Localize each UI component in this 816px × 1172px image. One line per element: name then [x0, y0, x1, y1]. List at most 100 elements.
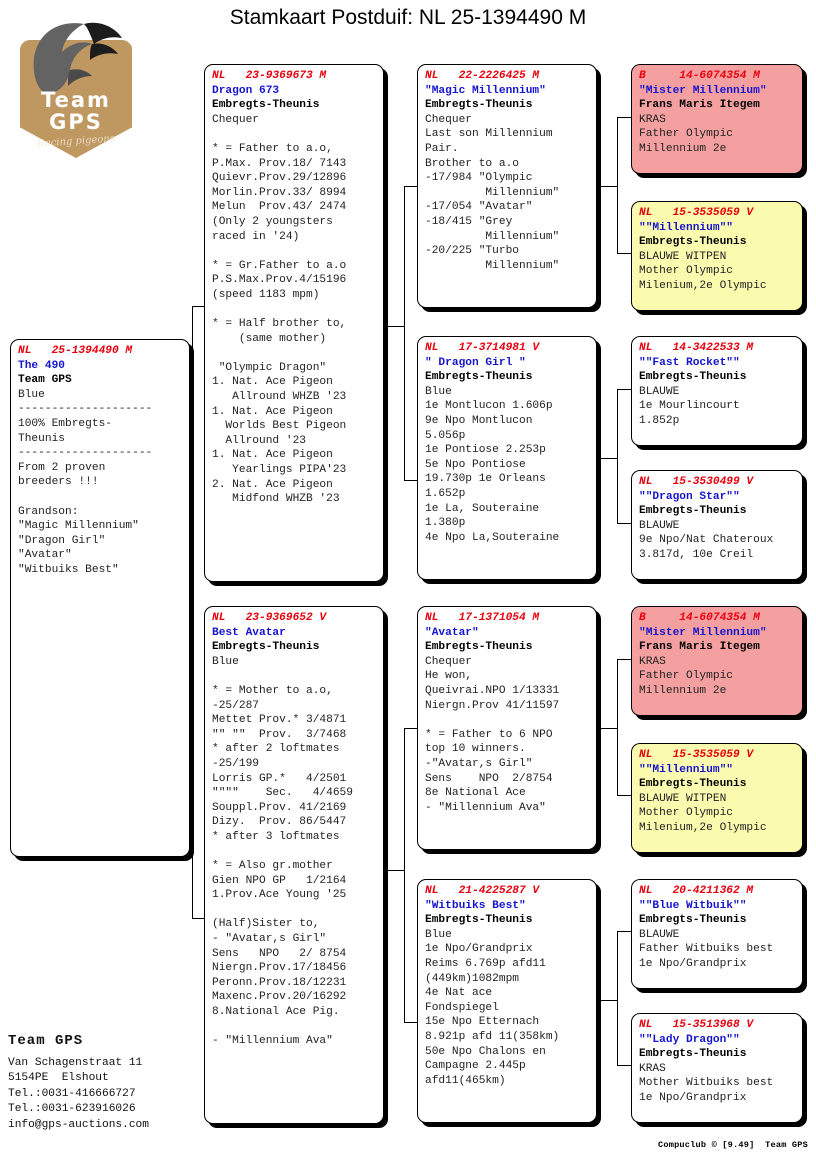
pedigree-box-mm[interactable]: NL 21-4225287 V "Witbuiks Best" Embregts… [417, 879, 597, 1123]
mother-owner: Embregts-Theunis [212, 641, 320, 654]
detail-line: 1e Npo/Grandprix [639, 957, 747, 970]
pedigree-box-fff[interactable]: B 14-6074354 M "Mister Millennium" Frans… [631, 64, 803, 174]
detail-line [212, 1020, 377, 1035]
detail-line: He won, [425, 670, 472, 683]
detail-line: * = Father to a.o, [212, 142, 333, 155]
detail-line: - "Avatar,s Girl" [212, 933, 327, 946]
detail-line: "Magic Millennium" [18, 520, 139, 533]
detail-line: Souppl.Prov. 41/2169 [212, 801, 347, 814]
pedigree-box-fmm[interactable]: NL 15-3530499 V ""Dragon Star"" Embregts… [631, 470, 803, 580]
detail-line: - "Millennium Ava" [212, 1035, 333, 1048]
pedigree-box-fmf[interactable]: NL 14-3422533 M ""Fast Rocket"" Embregts… [631, 336, 803, 446]
connector-to-mf [404, 728, 417, 729]
ff-ring-number: NL 22-2226425 M [425, 70, 540, 82]
detail-line: 1e Npo/Grandprix [425, 943, 533, 956]
detail-line: KRAS [639, 1062, 666, 1075]
subject-ring-number: NL 25-1394490 M [18, 345, 133, 357]
detail-line: * = Gr.Father to a.o [212, 259, 347, 272]
fff-ring-number: B 14-6074354 M [639, 70, 760, 82]
pedigree-box-mfm[interactable]: NL 15-3535059 V ""Millennium"" Embregts-… [631, 743, 803, 853]
connector-to-mm [404, 1022, 417, 1023]
mff-ring-number: B 14-6074354 M [639, 612, 760, 624]
detail-line: Allround WHZB '23 [212, 391, 347, 404]
mmf-ring-number: NL 20-4211362 M [639, 885, 754, 897]
detail-line: Grandson: [18, 505, 79, 518]
pedigree-box-mother[interactable]: NL 23-9369652 V Best Avatar Embregts-The… [204, 606, 384, 1124]
ffm-ring-number: NL 15-3535059 V [639, 207, 754, 219]
connector-mother-stub [386, 870, 405, 871]
detail-line: Millennium 2e [639, 684, 727, 697]
pedigree-box-mff[interactable]: B 14-6074354 M "Mister Millennium" Frans… [631, 606, 803, 716]
pedigree-box-subject[interactable]: NL 25-1394490 M The 490 Team GPS Blue---… [10, 339, 190, 857]
pedigree-box-ff[interactable]: NL 22-2226425 M "Magic Millennium" Embre… [417, 64, 597, 308]
detail-line: -------------------- [18, 447, 153, 460]
contact-email[interactable]: info@gps-auctions.com [8, 1118, 149, 1131]
connector-to-fmf [617, 389, 631, 390]
detail-line [212, 127, 377, 142]
detail-line: Brother to a.o [425, 157, 519, 170]
detail-line: 15e Npo Etternach [425, 1016, 540, 1029]
fff-name: "Mister Millennium" [639, 84, 767, 97]
subject-name: The 490 [18, 359, 65, 372]
pedigree-box-mf[interactable]: NL 17-1371054 M "Avatar" Embregts-Theuni… [417, 606, 597, 850]
detail-line: -25/287 [212, 699, 259, 712]
detail-line: Sens NPO 2/ 8754 [212, 947, 347, 960]
pigeon-icon [33, 22, 122, 94]
mm-owner: Embregts-Theunis [425, 914, 533, 927]
detail-line: Chequer [425, 655, 472, 668]
ffm-owner: Embregts-Theunis [639, 236, 747, 249]
detail-line: P.Max. Prov.18/ 7143 [212, 157, 347, 170]
detail-line: 1.380p [425, 517, 466, 530]
detail-line: afd11(465km) [425, 1074, 506, 1087]
detail-line: * = Mother to a.o, [212, 684, 333, 697]
detail-line [425, 713, 590, 728]
detail-line: -"Avatar,s Girl" [425, 757, 533, 770]
detail-line: "Dragon Girl" [18, 534, 106, 547]
detail-line [18, 490, 183, 505]
connector-to-father [192, 306, 205, 307]
detail-line: 1. Nat. Ace Pigeon [212, 376, 333, 389]
logo-line-1: Team [41, 88, 111, 112]
connector-ff-stub [599, 186, 618, 187]
detail-line: 9e Npo/Nat Chateroux [639, 534, 774, 547]
fmm-ring-number: NL 15-3530499 V [639, 476, 754, 488]
pedigree-box-ffm[interactable]: NL 15-3535059 V ""Millennium"" Embregts-… [631, 201, 803, 311]
detail-line: 100% Embregts- [18, 417, 112, 430]
mf-ring-number: NL 17-1371054 M [425, 612, 540, 624]
pedigree-box-mmf[interactable]: NL 20-4211362 M ""Blue Witbuik"" Embregt… [631, 879, 803, 989]
detail-line: Father Olympic [639, 128, 733, 141]
connector-to-mother [192, 918, 205, 919]
connector-to-fm [404, 480, 417, 481]
detail-line: Queivrai.NPO 1/13331 [425, 684, 560, 697]
detail-line: - "Millennium Ava" [425, 801, 546, 814]
detail-line: * after 2 loftmates [212, 743, 340, 756]
detail-line: Campagne 2.445p [425, 1060, 526, 1073]
connector-ff-trunk [617, 117, 618, 253]
fmf-owner: Embregts-Theunis [639, 371, 747, 384]
contact-address-1: Van Schagenstraat 11 [8, 1056, 143, 1069]
mff-name: "Mister Millennium" [639, 626, 767, 639]
software-credit: Compuclub © [9.49] Team GPS [658, 1140, 808, 1150]
detail-line: BLAUWE [639, 928, 680, 941]
pedigree-box-fm[interactable]: NL 17-3714981 V " Dragon Girl " Embregts… [417, 336, 597, 580]
detail-line: P.S.Max.Prov.4/15196 [212, 274, 347, 287]
fmm-name: ""Dragon Star"" [639, 490, 740, 503]
connector-to-fff [617, 117, 631, 118]
detail-line: (449km)1082mpm [425, 972, 519, 985]
mmf-name: ""Blue Witbuik"" [639, 899, 747, 912]
subject-owner: Team GPS [18, 374, 72, 387]
pedigree-box-mmm[interactable]: NL 15-3513968 V ""Lady Dragon"" Embregts… [631, 1013, 803, 1123]
pedigree-box-father[interactable]: NL 23-9369673 M Dragon 673 Embregts-Theu… [204, 64, 384, 582]
connector-to-fmm [617, 523, 631, 524]
mfm-owner: Embregts-Theunis [639, 778, 747, 791]
detail-line: Sens NPO 2/8754 [425, 772, 553, 785]
